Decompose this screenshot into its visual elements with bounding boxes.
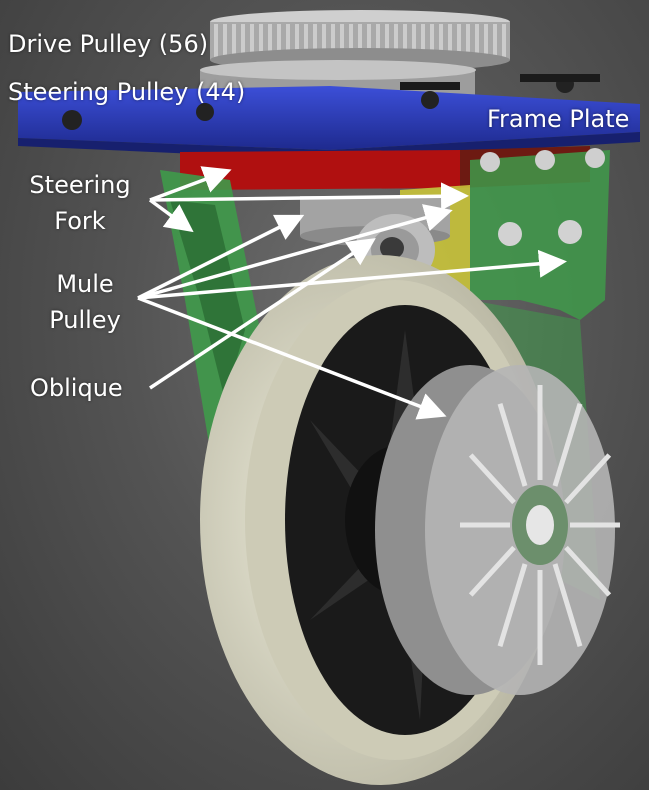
arrow-mule-to-wheel-pulley: [137, 296, 447, 420]
pulley-tooth: [286, 24, 290, 58]
pulley-tooth: [484, 24, 488, 58]
steering-pulley-label: Steering Pulley (44): [8, 78, 246, 106]
arrow-mule-to-pulley: [137, 214, 305, 300]
pulley-tooth: [295, 24, 299, 58]
frame-plate-label: Frame Plate: [487, 105, 630, 133]
pulley-tooth: [430, 24, 434, 58]
pulley-tooth: [322, 24, 326, 58]
pulley-tooth: [421, 24, 425, 58]
pulley-tooth: [268, 24, 272, 58]
pulley-spoke: [552, 403, 583, 487]
arrow-mule-to-bracket: [137, 249, 567, 300]
pulley-tooth: [502, 24, 506, 58]
steering-fork-label-line2: Fork: [54, 207, 106, 235]
pulley-tooth: [223, 24, 227, 58]
pulley-tooth: [277, 24, 281, 58]
pulley-tooth: [412, 24, 416, 58]
pulley-spoke: [564, 453, 612, 505]
pulley-spoke: [497, 563, 528, 647]
pulley-tooth: [466, 24, 470, 58]
annotation-arrows: [137, 166, 567, 420]
pulley-tooth: [313, 24, 317, 58]
pulley-tooth: [457, 24, 461, 58]
pulley-tooth: [349, 24, 353, 58]
pulley-tooth: [331, 24, 335, 58]
pulley-tooth: [358, 24, 362, 58]
pulley-spoke: [468, 545, 516, 597]
steering-fork-label: Steering Fork: [20, 167, 140, 239]
pulley-tooth: [367, 24, 371, 58]
pulley-tooth: [340, 24, 344, 58]
arrow-mule-to-yellow: [137, 204, 453, 300]
pulley-tooth: [304, 24, 308, 58]
pulley-spoke: [564, 545, 612, 597]
mule-pulley-label-line1: Mule: [56, 270, 114, 298]
pulley-tooth: [439, 24, 443, 58]
pulley-tooth: [403, 24, 407, 58]
arrow-fork-to-block: [149, 182, 469, 211]
pulley-tooth: [214, 24, 218, 58]
pulley-spoke: [497, 403, 528, 487]
oblique-label: Oblique: [30, 374, 123, 402]
drive-pulley-label: Drive Pulley (56): [8, 30, 209, 58]
arrow-fork-to-arm: [148, 198, 194, 233]
steering-fork-label-line1: Steering: [29, 171, 131, 199]
wheel-pulley-part: [375, 365, 620, 695]
mule-pulley-label-line2: Pulley: [49, 306, 121, 334]
pulley-spoke: [552, 563, 583, 647]
pulley-tooth: [259, 24, 263, 58]
pulley-tooth: [250, 24, 254, 58]
pulley-tooth: [493, 24, 497, 58]
arrow-fork-to-red: [149, 166, 232, 202]
arrow-oblique: [149, 238, 376, 390]
pulley-tooth: [232, 24, 236, 58]
pulley-tooth: [394, 24, 398, 58]
pulley-tooth: [448, 24, 452, 58]
pulley-tooth: [475, 24, 479, 58]
pulley-spoke: [468, 453, 516, 505]
pulley-tooth: [385, 24, 389, 58]
pulley-tooth: [241, 24, 245, 58]
drive-pulley-part: [210, 10, 510, 72]
mule-pulley-label: Mule Pulley: [30, 266, 140, 338]
pulley-tooth: [376, 24, 380, 58]
